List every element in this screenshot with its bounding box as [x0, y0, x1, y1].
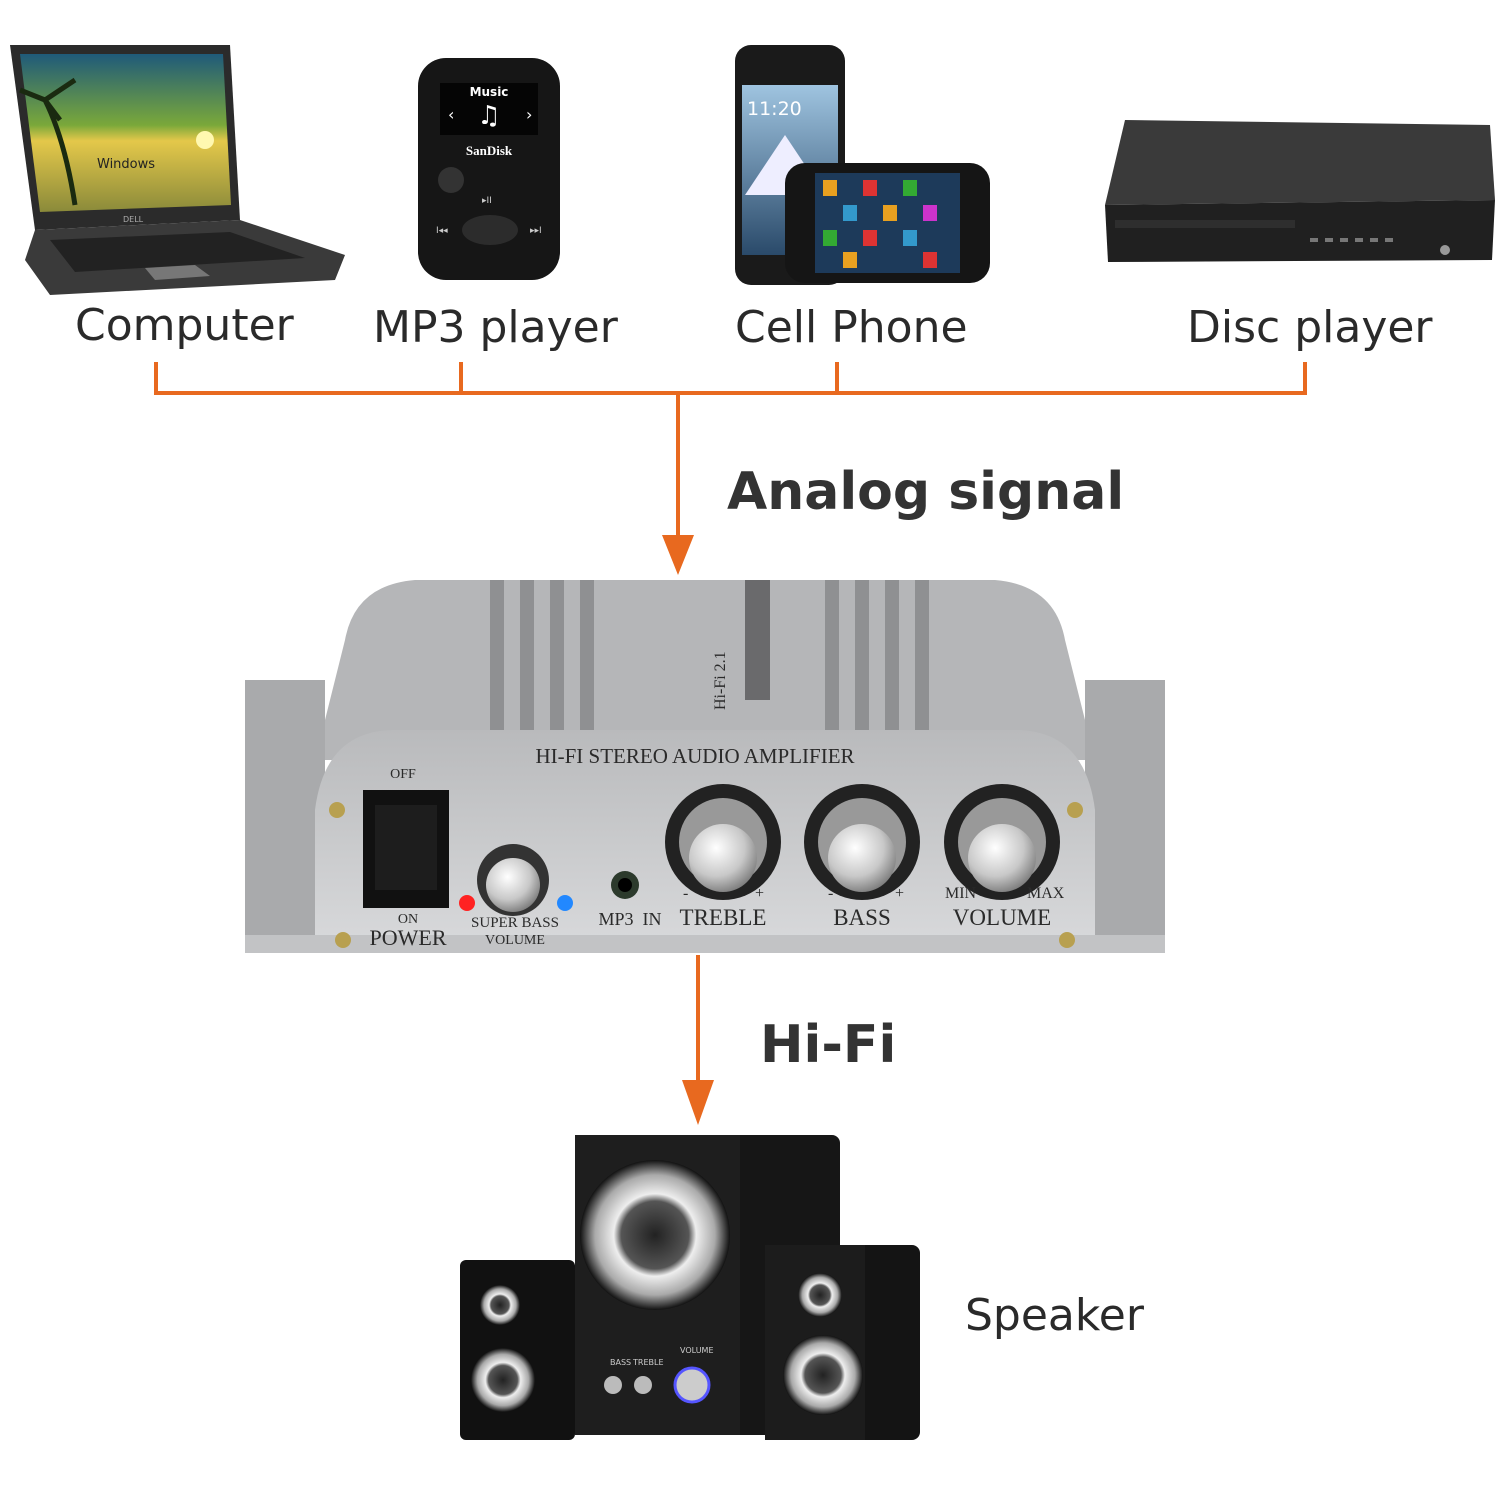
svg-text:▸II: ▸II: [482, 196, 492, 206]
svg-text:›: ›: [526, 105, 532, 124]
source-label-computer: Computer: [75, 300, 294, 351]
source-label-cell-phone: Cell Phone: [735, 302, 968, 353]
smartphone-icon: 11:20: [735, 45, 990, 285]
bass-knob[interactable]: [804, 784, 920, 900]
laptop-brand: DELL: [123, 215, 144, 224]
speaker-label: Speaker: [965, 1290, 1144, 1341]
speaker-volume-label: VOLUME: [680, 1346, 714, 1355]
amp-model: Hi-Fi 2.1: [712, 651, 729, 710]
speaker-bass-label: BASS: [610, 1358, 631, 1367]
source-label-disc-player: Disc player: [1187, 302, 1433, 353]
power-led: [459, 895, 475, 911]
treble-label: TREBLE: [680, 905, 767, 930]
mp3-screen-text: Music: [470, 85, 509, 99]
bass-plus: +: [895, 885, 904, 902]
laptop-icon: Windows DELL: [10, 45, 345, 295]
switch-on-label: ON: [398, 912, 418, 927]
volume-label: VOLUME: [953, 905, 1051, 930]
amp-title: HI-FI STEREO AUDIO AMPLIFIER: [535, 744, 854, 768]
arrow-down-icon: [662, 535, 694, 575]
volume-max: MAX: [1027, 885, 1065, 902]
volume-knob[interactable]: [944, 784, 1060, 900]
source-label-mp3-player: MP3 player: [373, 302, 618, 353]
svg-text:▸▸I: ▸▸I: [530, 226, 542, 236]
speaker-bass-knob[interactable]: [604, 1376, 622, 1394]
laptop-screen-text: Windows: [97, 157, 155, 172]
speaker-system: BASS TREBLE VOLUME: [460, 1135, 920, 1440]
speaker-volume-knob[interactable]: [673, 1366, 711, 1404]
super-bass-volume-label: VOLUME: [485, 933, 545, 948]
mp3-brand: SanDisk: [466, 143, 513, 158]
svg-text:♫: ♫: [477, 101, 500, 131]
analog-signal-label: Analog signal: [727, 462, 1125, 522]
mp3-player-icon: Music ♫ ‹ › SanDisk ▸II I◂◂ ▸▸I: [418, 58, 560, 280]
super-bass-label: SUPER BASS: [471, 915, 559, 931]
svg-text:I◂◂: I◂◂: [436, 226, 448, 236]
amplifier: Hi-Fi 2.1 HI-FI STEREO AUDIO AMPLIFIER O…: [245, 580, 1165, 953]
disc-player-icon: [1105, 120, 1495, 262]
hi-fi-label: Hi-Fi: [760, 1015, 897, 1075]
speaker-treble-label: TREBLE: [632, 1358, 664, 1367]
speaker-treble-knob[interactable]: [634, 1376, 652, 1394]
treble-plus: +: [755, 885, 764, 902]
bass-led: [557, 895, 573, 911]
bass-label: BASS: [833, 905, 891, 930]
treble-knob[interactable]: [665, 784, 781, 900]
svg-text:‹: ‹: [448, 105, 454, 124]
phone-clock: 11:20: [747, 98, 802, 120]
treble-minus: -: [683, 885, 688, 902]
arrow-down-icon: [682, 1080, 714, 1125]
power-label: POWER: [370, 925, 447, 950]
bass-minus: -: [828, 885, 833, 902]
mp3-in-label: MP3 IN: [598, 909, 661, 929]
switch-off-label: OFF: [390, 767, 416, 782]
volume-min: MIN: [945, 885, 977, 902]
